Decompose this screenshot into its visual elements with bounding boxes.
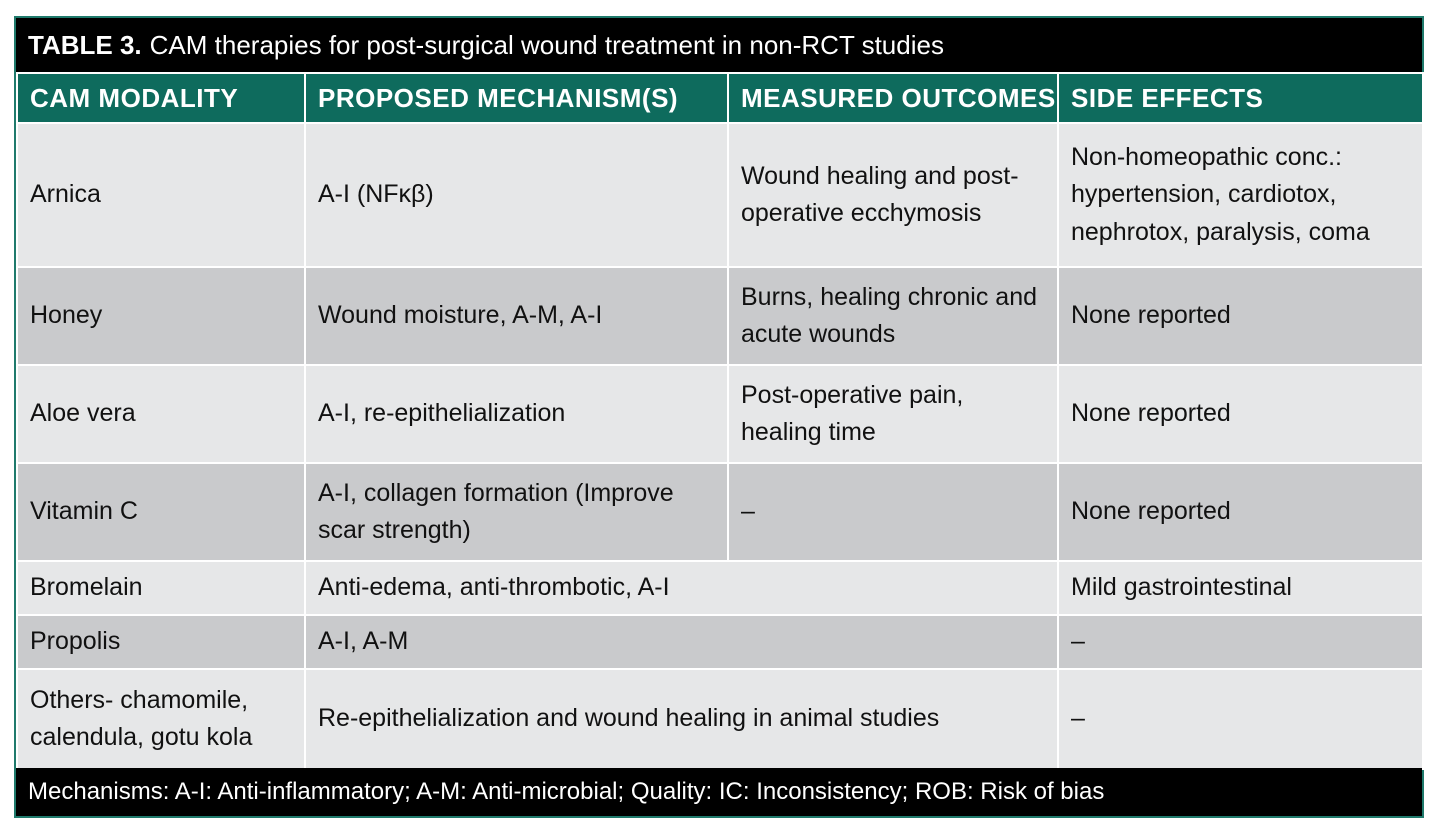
cam-therapies-table: CAM MODALITY PROPOSED MECHANISM(S) MEASU… [16,72,1424,770]
cell-outcomes: Post-operative pain, healing time [727,364,1059,464]
cell-side-effects: None reported [1057,266,1424,366]
cell-side-effects: None reported [1057,462,1424,562]
table-row: Bromelain Anti-edema, anti-thrombotic, A… [16,560,1424,616]
column-header-modality: CAM MODALITY [16,72,306,124]
cell-mechanism-outcomes: Re-epithelialization and wound healing i… [304,668,1059,770]
cell-modality: Propolis [16,614,306,670]
cell-outcomes: Burns, healing chronic and acute wounds [727,266,1059,366]
cell-mechanism: A-I, re-epithelialization [304,364,729,464]
table-caption: TABLE 3. CAM therapies for post-surgical… [16,18,1422,72]
cell-modality: Honey [16,266,306,366]
cell-modality: Others- chamomile, calendula, gotu kola [16,668,306,770]
cell-modality: Vitamin C [16,462,306,562]
cell-side-effects: Mild gastrointestinal [1057,560,1424,616]
cell-mechanism-outcomes: Anti-edema, anti-thrombotic, A-I [304,560,1059,616]
cell-modality: Bromelain [16,560,306,616]
cell-mechanism: A-I (NFκβ) [304,122,729,268]
table-row: Arnica A-I (NFκβ) Wound healing and post… [16,122,1424,268]
cell-modality: Aloe vera [16,364,306,464]
cell-mechanism: Wound moisture, A-M, A-I [304,266,729,366]
cell-modality: Arnica [16,122,306,268]
table-row: Propolis A-I, A-M – [16,614,1424,670]
cell-mechanism: A-I, collagen formation (Improve scar st… [304,462,729,562]
cell-outcomes: – [727,462,1059,562]
table-footnote: Mechanisms: A-I: Anti-inflammatory; A-M:… [16,768,1422,816]
table-row: Honey Wound moisture, A-M, A-I Burns, he… [16,266,1424,366]
column-header-mechanism: PROPOSED MECHANISM(S) [304,72,729,124]
table-frame: TABLE 3. CAM therapies for post-surgical… [14,16,1424,818]
column-header-side-effects: SIDE EFFECTS [1057,72,1424,124]
cell-mechanism-outcomes: A-I, A-M [304,614,1059,670]
table-row: Vitamin C A-I, collagen formation (Impro… [16,462,1424,562]
cell-side-effects: Non-homeopathic conc.: hypertension, car… [1057,122,1424,268]
cell-side-effects: – [1057,668,1424,770]
cell-side-effects: None reported [1057,364,1424,464]
table-row: Aloe vera A-I, re-epithelialization Post… [16,364,1424,464]
cell-side-effects: – [1057,614,1424,670]
column-header-outcomes: MEASURED OUTCOMES [727,72,1059,124]
table-row: Others- chamomile, calendula, gotu kola … [16,668,1424,770]
table-number: TABLE 3. [28,29,142,60]
header-row: CAM MODALITY PROPOSED MECHANISM(S) MEASU… [16,72,1424,124]
cell-outcomes: Wound healing and post-operative ecchymo… [727,122,1059,268]
table-title: CAM therapies for post-surgical wound tr… [149,29,944,60]
